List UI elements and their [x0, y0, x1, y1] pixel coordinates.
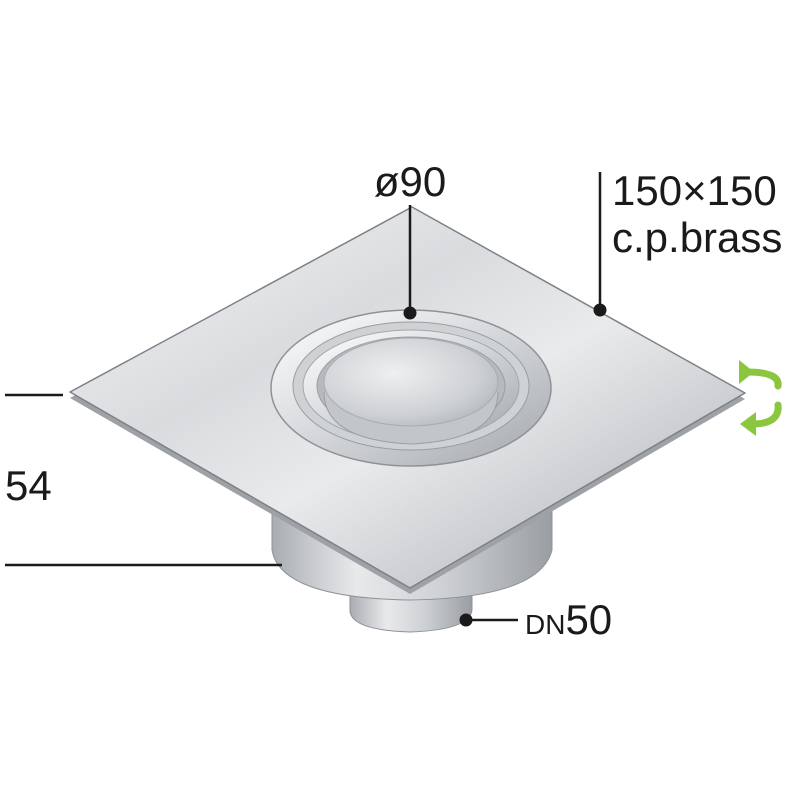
outlet-size: 50	[565, 596, 612, 643]
outlet-label: DN50	[525, 596, 612, 643]
dimension-lines	[5, 172, 602, 622]
height-label: 54	[5, 462, 52, 509]
leader-dots	[403, 303, 607, 627]
material-label: c.p.brass	[612, 214, 782, 261]
diameter-dot	[403, 306, 417, 320]
plate-size-label: 150×150	[612, 167, 777, 214]
round-grate	[270, 309, 552, 467]
rotate-arrows-icon	[739, 360, 782, 436]
diameter-label: ø90	[374, 158, 446, 205]
outlet-prefix: DN	[525, 609, 565, 640]
outlet-dot	[459, 613, 473, 627]
plate-dot	[593, 303, 607, 317]
